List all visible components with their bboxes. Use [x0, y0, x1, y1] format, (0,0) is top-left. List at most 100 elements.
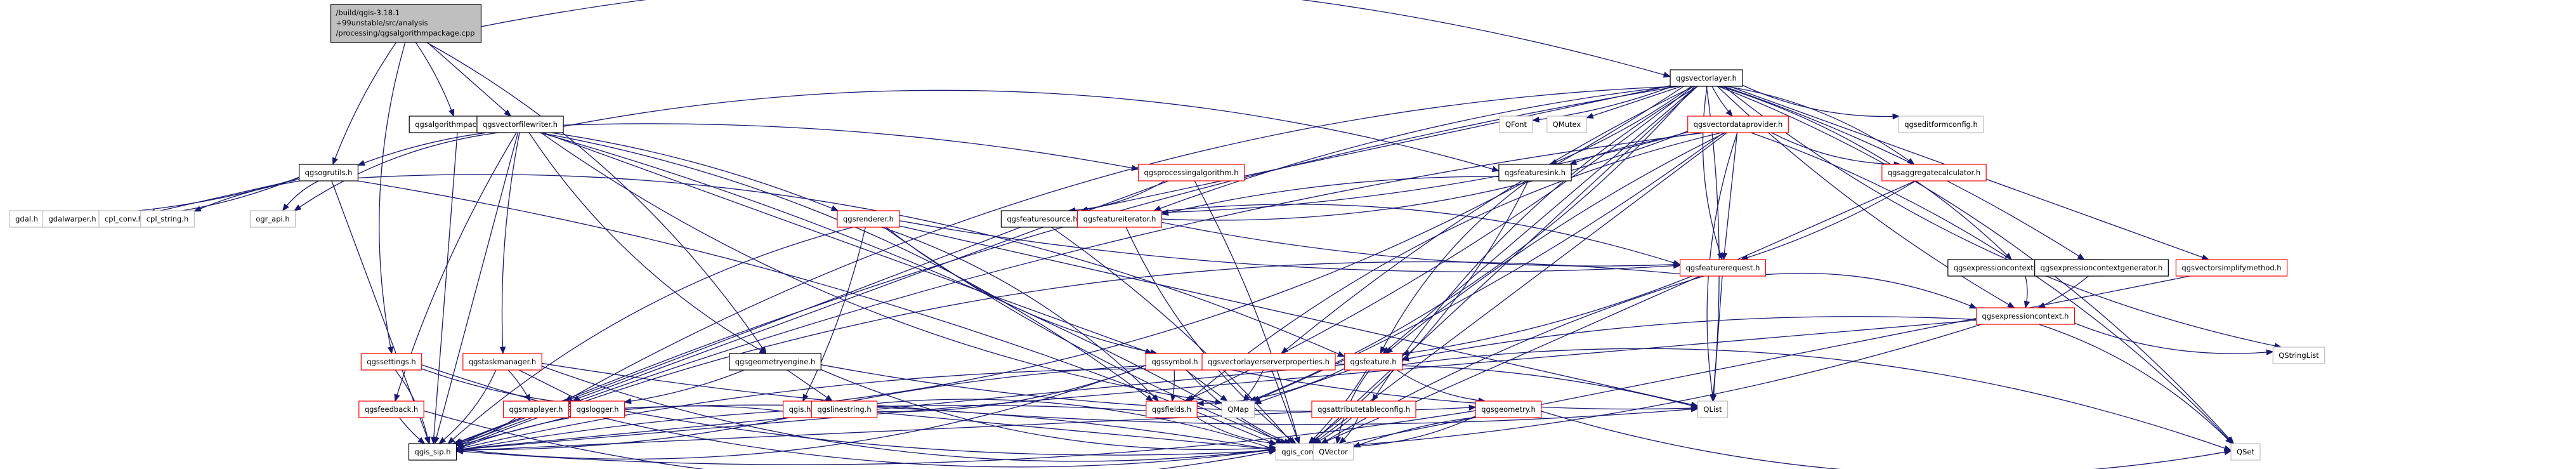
arrowhead-icon [1401, 350, 1409, 356]
edge-qgsalgorithmpackage-to-qgsprocessingalgorithm [506, 123, 1139, 170]
node-qgis-sip[interactable]: qgis_sip.h [408, 443, 457, 461]
arrowhead-icon [293, 204, 302, 211]
edge-qgstaskmanager-to-qgslogger [518, 369, 582, 402]
node-box [358, 400, 424, 418]
arrowhead-icon [1710, 394, 1717, 402]
node-qgsogrutils[interactable]: qgsogrutils.h [299, 164, 358, 182]
arrowhead-icon [1907, 157, 1915, 165]
node-qgsexpressioncontext[interactable]: qgsexpressioncontext.h [1975, 307, 2076, 325]
arrowhead-icon [1146, 394, 1154, 402]
arrowhead-icon [1308, 437, 1316, 444]
node-box [1680, 259, 1766, 277]
node-root[interactable]: /build/qgis-3.18.1+99unstable/src/analys… [330, 4, 482, 43]
node-box [1546, 116, 1587, 133]
node-qgseditformconfig: qgseditformconfig.h [1898, 116, 1984, 133]
node-qgsfeatureiterator[interactable]: qgsfeatureiterator.h [1076, 210, 1163, 228]
arrowhead-icon [1663, 72, 1671, 78]
edge-qgsvectorfilewriter-to-qgsrenderer [550, 132, 839, 211]
node-box [2175, 259, 2288, 277]
node-cpl-string: cpl_string.h [140, 210, 195, 228]
node-label: QVector [1319, 447, 1348, 456]
edge-qgstaskmanager-to-qgis_sip [438, 369, 497, 444]
edge-qgsvectorfilewriter-to-qgstaskmanager [501, 132, 520, 354]
edge-qgsrenderer-to-qgis_sip [447, 227, 853, 444]
edge-qgsexpressioncontext-to-QSet [2038, 324, 2233, 444]
edge-qgsfeature-to-QList [1402, 365, 1698, 408]
node-qgssymbol[interactable]: qgssymbol.h [1145, 353, 1205, 371]
edge-qgis-to-qgis_core [816, 399, 1276, 451]
node-qgsfeaturerequest[interactable]: qgsfeaturerequest.h [1680, 259, 1766, 277]
edge-qgsfeaturerequest-to-qgsexpressioncontext [1765, 272, 1977, 309]
node-qgslogger[interactable]: qgslogger.h [570, 400, 625, 418]
node-label: qgsfeedback.h [365, 405, 418, 414]
arrowhead-icon [499, 347, 506, 355]
edge-qgsogrutils-to-qgis_core [357, 180, 1276, 445]
edge-qgsvectordataprovider-to-QSet [1750, 132, 2233, 444]
node-qgslinestring[interactable]: qgslinestring.h [811, 400, 878, 418]
node-qgsattributetableconfig[interactable]: qgsattributetableconfig.h [1311, 400, 1416, 418]
edge-qgsgeometry-to-QVector [1353, 416, 1476, 447]
node-qgsprocessingalgorithm[interactable]: qgsprocessingalgorithm.h [1137, 164, 1245, 182]
arrowhead-icon [2201, 254, 2210, 260]
node-qgsmaplayer[interactable]: qgsmaplayer.h [502, 400, 570, 418]
node-qgsvectorlayer[interactable]: qgsvectorlayer.h [1670, 69, 1743, 87]
node-box [1137, 164, 1245, 182]
node-qgsaggregatecalculator[interactable]: qgsaggregatecalculator.h [1881, 164, 1987, 182]
edge-qgsvectorlayer-to-qgseditformconfig [1742, 84, 1900, 117]
node-qgsexpressioncontextgenerator[interactable]: qgsexpressioncontextgenerator.h [2034, 259, 2169, 277]
nodes-layer: /build/qgis-3.18.1+99unstable/src/analys… [9, 4, 2325, 461]
node-qgsvectorsimplifymethod[interactable]: qgsvectorsimplifymethod.h [2175, 259, 2288, 277]
edge-qgsalgorithmpackage-to-qgis_sip [433, 132, 458, 444]
node-box [299, 164, 358, 182]
arrowhead-icon [1385, 347, 1394, 354]
edge-qgsexpressioncontext-to-qgsfeature [1402, 316, 1977, 360]
edge-qgsfeature-to-qgis_sip [456, 364, 1345, 451]
node-box [98, 210, 149, 228]
node-qgsgeometry[interactable]: qgsgeometry.h [1475, 400, 1542, 418]
edge-qgsgeometryengine-to-qgis_core [820, 369, 1276, 451]
node-qgsfeaturesource[interactable]: qgsfeaturesource.h [1000, 210, 1084, 228]
arrowhead-icon [193, 206, 202, 212]
node-box [1076, 210, 1163, 228]
edge-qgsvectorlayer-to-QStringList [1723, 86, 2282, 348]
node-qgsrenderer[interactable]: qgsrenderer.h [837, 210, 900, 228]
edge-qgsvectordataprovider-to-qgsfeature [1385, 132, 1726, 354]
edge-qgsfeaturerequest-to-qgsfeature [1402, 275, 1692, 355]
node-box [1145, 353, 1205, 371]
node-label: +99unstable/src/analysis [336, 18, 428, 27]
node-label: qgsfeaturesink.h [1505, 168, 1566, 177]
node-label: qgslinestring.h [817, 405, 871, 414]
node-qgsvectorlayerserverproperties[interactable]: qgsvectorlayerserverproperties.h [1201, 353, 1336, 371]
node-qgsfeaturesink[interactable]: qgsfeaturesink.h [1498, 164, 1572, 182]
arrowhead-icon [1153, 205, 1161, 211]
edge-qgsvectordataprovider-to-qgsfeatureiterator [1161, 131, 1688, 213]
node-qgstaskmanager[interactable]: qgstaskmanager.h [462, 353, 542, 371]
node-label: ogr_api.h [256, 215, 289, 223]
node-qgsvectorfilewriter[interactable]: qgsvectorfilewriter.h [476, 116, 564, 133]
node-qlist: QList [1697, 400, 1729, 418]
node-qgsfeedback[interactable]: qgsfeedback.h [358, 400, 424, 418]
arrowhead-icon [1131, 164, 1139, 171]
node-qgssettings[interactable]: qgssettings.h [360, 353, 422, 371]
edge-qgsgeometry-to-qgis_sip [456, 410, 1476, 465]
edge-qgsvectorlayer-to-qgsexpressioncontextgenerator [1723, 86, 2085, 260]
node-qgsfeature[interactable]: qgsfeature.h [1344, 353, 1403, 371]
node-label: QFont [1505, 120, 1527, 129]
edge-qgslinestring-to-qgis_sip [456, 412, 812, 451]
arrowhead-icon [1491, 166, 1500, 172]
edge-qgsrenderer-to-qgis_core [883, 227, 1288, 444]
arrowhead-icon [759, 347, 768, 354]
node-label: qgsfeature.h [1350, 357, 1396, 366]
arrowhead-icon [1335, 436, 1342, 445]
arrowhead-icon [1690, 402, 1699, 409]
node-cpl-conv: cpl_conv.h [98, 210, 149, 228]
node-box [1881, 164, 1987, 182]
node-qgsvectordataprovider[interactable]: qgsvectordataprovider.h [1687, 116, 1789, 133]
node-qgsfields[interactable]: qgsfields.h [1146, 400, 1198, 418]
node-label: qgsexpressioncontext.h [1982, 312, 2069, 320]
node-qgis[interactable]: qgis.h [783, 400, 817, 418]
node-label: qgseditformconfig.h [1904, 120, 1978, 129]
arrowhead-icon [447, 437, 455, 444]
node-label: qgsfeatureiterator.h [1083, 215, 1156, 223]
node-qgsgeometryengine[interactable]: qgsgeometryengine.h [729, 353, 821, 371]
